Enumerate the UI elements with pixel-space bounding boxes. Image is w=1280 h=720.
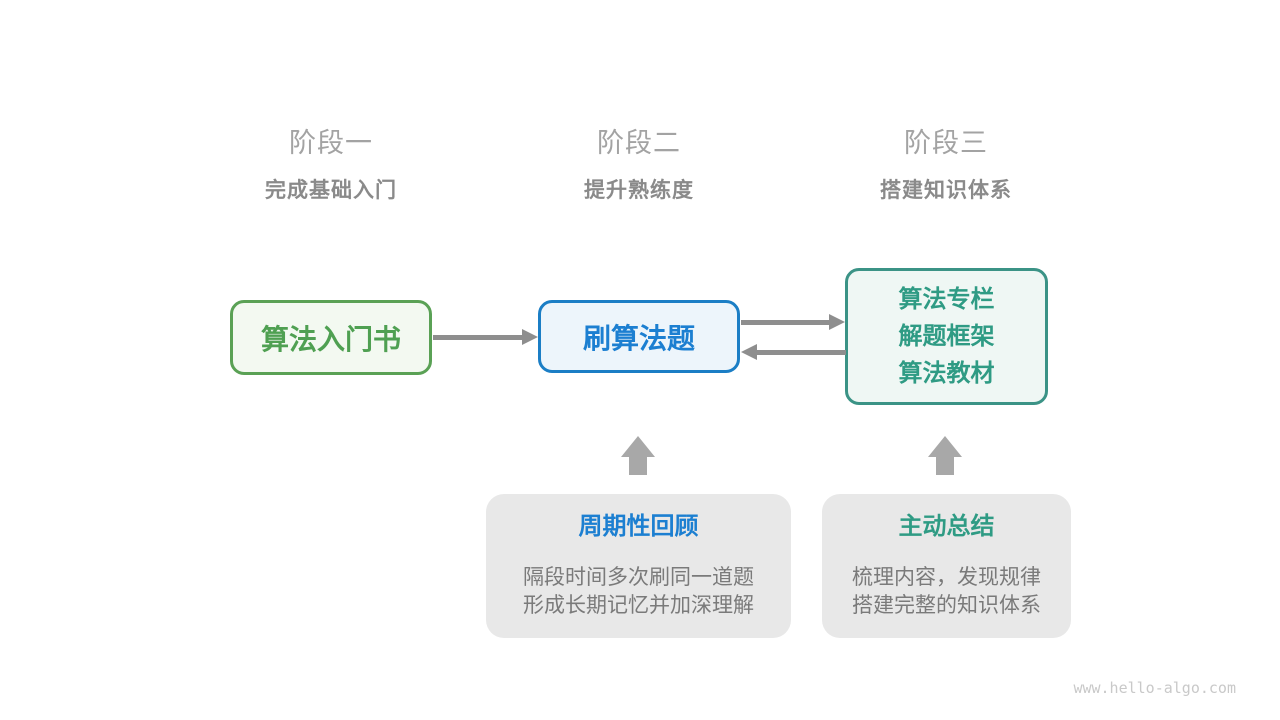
callout-active-summary-body: 梳理内容，发现规律 搭建完整的知识体系 [822, 564, 1071, 620]
node-knowledge-resources-line-3: 算法教材 [898, 360, 995, 387]
callout-periodic-review-title: 周期性回顾 [578, 513, 699, 540]
stage-2-subtitle: 提升熟练度 [584, 179, 694, 202]
node-knowledge-resources-line-2: 解题框架 [898, 323, 995, 350]
node-practice-problems: 刷算法题 [538, 300, 740, 373]
arrow-up-icon [928, 436, 962, 457]
arrow-up-stem-icon [936, 456, 954, 475]
stage-2-title: 阶段二 [597, 128, 681, 158]
callout-periodic-review-line-2: 形成长期记忆并加深理解 [523, 594, 754, 617]
node-knowledge-resources-line-1: 算法专栏 [898, 286, 995, 313]
callout-periodic-review: 周期性回顾 隔段时间多次刷同一道题 形成长期记忆并加深理解 [486, 494, 791, 638]
arrow-left-icon [756, 350, 846, 355]
stage-1-title: 阶段一 [289, 128, 373, 158]
arrow-right-icon [433, 335, 525, 340]
callout-active-summary-title: 主动总结 [898, 513, 995, 540]
callout-active-summary-line-1: 梳理内容，发现规律 [852, 566, 1041, 589]
stage-3-subtitle: 搭建知识体系 [880, 179, 1012, 202]
arrow-right-head-icon [829, 314, 845, 330]
arrow-up-icon [621, 436, 655, 457]
callout-active-summary-line-2: 搭建完整的知识体系 [852, 594, 1041, 617]
callout-periodic-review-body: 隔段时间多次刷同一道题 形成长期记忆并加深理解 [486, 564, 791, 620]
arrow-up-stem-icon [629, 456, 647, 475]
stage-3-title: 阶段三 [904, 128, 988, 158]
node-beginner-book-label: 算法入门书 [260, 323, 401, 355]
stage-3-header: 阶段三 搭建知识体系 [796, 126, 1096, 206]
node-practice-problems-label: 刷算法题 [582, 322, 695, 354]
stage-2-header: 阶段二 提升熟练度 [489, 126, 789, 206]
arrow-right-icon [741, 320, 831, 325]
stage-1-subtitle: 完成基础入门 [265, 179, 397, 202]
arrow-right-head-icon [522, 329, 538, 345]
node-beginner-book: 算法入门书 [230, 300, 432, 375]
node-knowledge-resources: 算法专栏 解题框架 算法教材 [845, 268, 1048, 405]
callout-active-summary: 主动总结 梳理内容，发现规律 搭建完整的知识体系 [822, 494, 1071, 638]
arrow-left-head-icon [741, 344, 757, 360]
stage-1-header: 阶段一 完成基础入门 [181, 126, 481, 206]
watermark: www.hello-algo.com [1073, 679, 1236, 697]
callout-periodic-review-line-1: 隔段时间多次刷同一道题 [523, 566, 754, 589]
